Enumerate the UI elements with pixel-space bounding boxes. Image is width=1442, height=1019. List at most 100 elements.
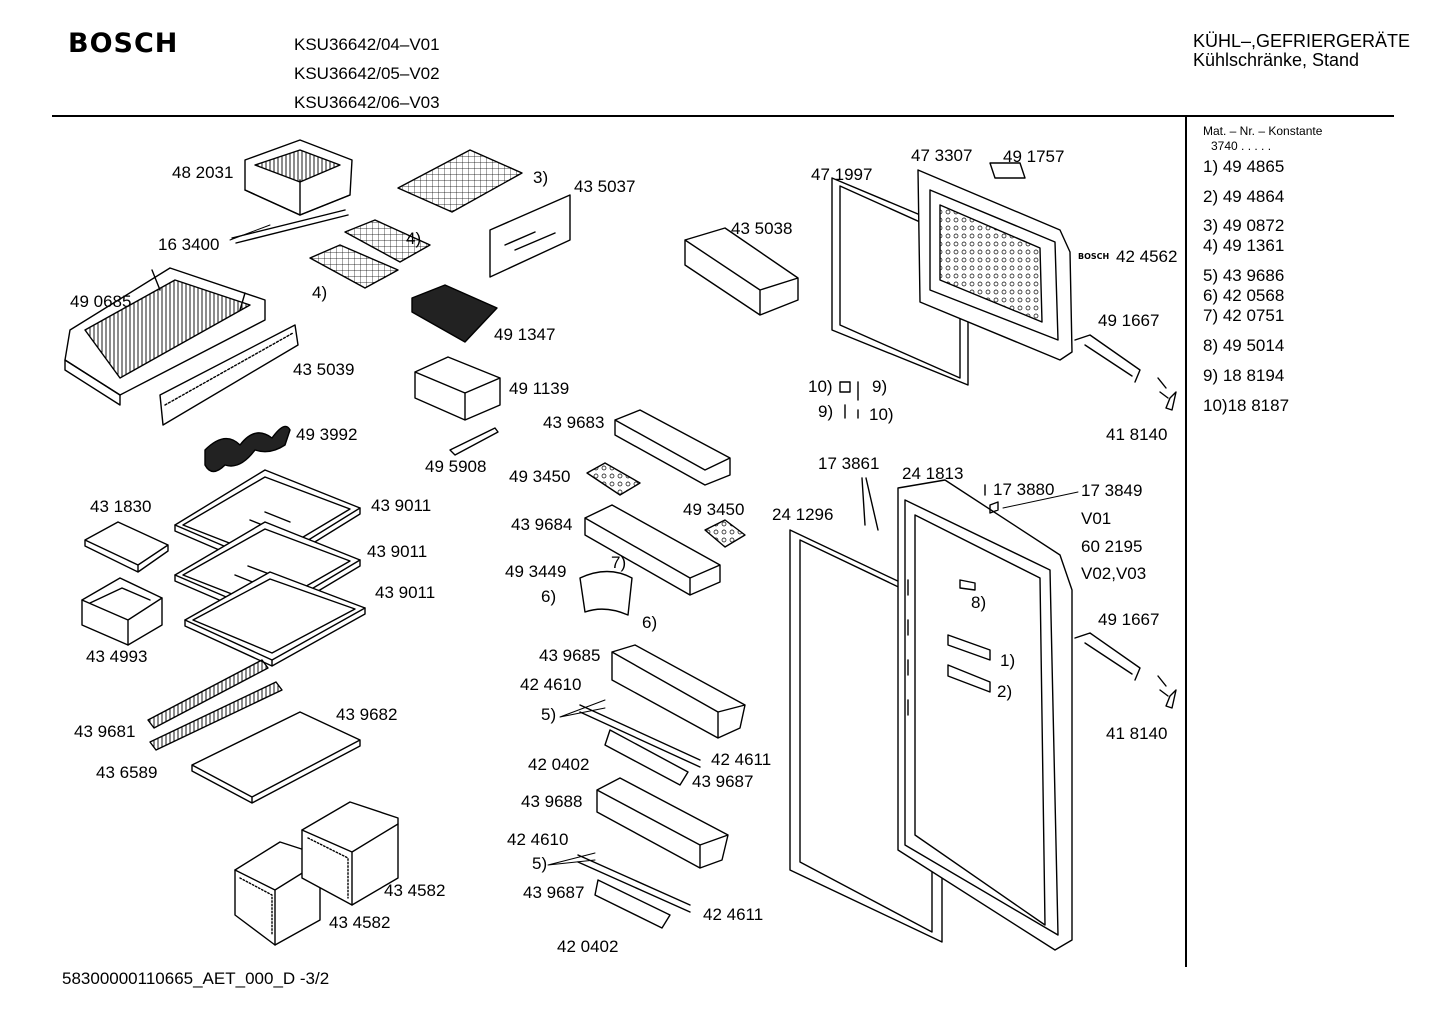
door-shelf-part (614, 409, 731, 486)
model-number: KSU36642/05–V02 (294, 64, 440, 83)
door-rack-part (684, 227, 799, 316)
part-number-label: 43 5038 (731, 219, 793, 238)
part-number-label: 42 4610 (520, 675, 582, 694)
part-number-label: 43 9688 (521, 792, 583, 811)
door-handle-part (1074, 334, 1141, 383)
header-divider (52, 115, 1394, 117)
tray-holder-part (411, 284, 498, 343)
part-number-label: 49 3992 (296, 425, 358, 444)
cover-panel-part (489, 194, 571, 278)
part-number-label: 43 9684 (511, 515, 573, 534)
legend-ref-label: 4) (406, 229, 422, 248)
legend-item: 2) 49 4864 (1203, 187, 1285, 206)
door-logo: BOSCH (1078, 252, 1110, 261)
legend-ref-label: 6) (642, 613, 658, 632)
document-id: 58300000110665_AET_000_D -3/2 (62, 969, 330, 988)
category-line: Kühlschränke, Stand (1192, 50, 1360, 70)
door-bin-part (596, 777, 729, 869)
legend-item: 7) 42 0751 (1203, 306, 1285, 325)
legend-item: 3) 49 0872 (1203, 216, 1285, 235)
part-number-label: 47 3307 (911, 146, 973, 165)
hinge-part (1157, 377, 1177, 411)
part-number-label: 43 9687 (692, 772, 754, 791)
part-number-label: 17 3861 (818, 454, 880, 473)
legend-title: Mat. – Nr. – Konstante (1203, 124, 1323, 138)
part-number-label: 49 1667 (1098, 311, 1160, 330)
part-number-label: 17 3880 (993, 480, 1055, 499)
egg-tray-part (704, 519, 746, 548)
part-number-label: 42 0402 (557, 937, 619, 956)
trim-strip-part (579, 704, 701, 768)
legend-ref-label: 4) (312, 283, 328, 302)
brand-logo: BOSCH (68, 28, 179, 59)
legend-item: 4) 49 1361 (1203, 236, 1285, 255)
part-number-label: 60 2195 (1081, 537, 1143, 556)
small-shelf-part (84, 521, 169, 573)
screw-part (839, 381, 859, 419)
shelf-cover-part (579, 570, 633, 616)
part-number-label: 41 8140 (1106, 724, 1168, 743)
part-number-label: 42 4611 (711, 750, 772, 769)
bin-front-part (604, 729, 689, 786)
freezer-compartment-part (244, 139, 353, 216)
door-bin-part (611, 644, 746, 739)
wire-shelf-part (397, 149, 523, 213)
freezer-door-part (917, 169, 1073, 361)
trim-strip-part (147, 659, 283, 751)
part-number-label: 43 9011 (371, 496, 432, 515)
part-number-label: 48 2031 (172, 163, 234, 182)
part-number-label: 42 0402 (528, 755, 590, 774)
leader-line (559, 699, 606, 718)
clip-part (449, 427, 499, 456)
part-number-label: 49 3450 (509, 467, 571, 486)
legend-ref-label: 10) (869, 405, 894, 424)
flap-part (159, 324, 299, 426)
part-number-label: 43 1830 (90, 497, 152, 516)
part-number-label: 43 4582 (329, 913, 391, 932)
model-number: KSU36642/06–V03 (294, 93, 440, 112)
part-number-label: 49 1139 (509, 379, 570, 398)
part-number-label: 47 1997 (811, 165, 873, 184)
part-number-label: 43 9011 (367, 542, 428, 561)
handle-clip-part (989, 162, 1026, 179)
crisper-drawer-part (301, 801, 399, 906)
door-handle-part (1074, 632, 1141, 681)
legend-ref-label: 5) (541, 705, 557, 724)
glass-shelf-part (184, 571, 366, 667)
model-list: KSU36642/04–V01 KSU36642/05–V02 KSU36642… (294, 30, 440, 117)
variant-label: V02,V03 (1081, 564, 1147, 583)
part-number-label: 43 6589 (96, 763, 158, 782)
part-number-label: 42 4610 (507, 830, 569, 849)
part-number-label: 24 1813 (902, 464, 964, 483)
support-rod-part (231, 209, 349, 244)
part-number-label: 42 4562 (1116, 247, 1178, 266)
legend-ref-label: 1) (1000, 651, 1016, 670)
part-number-label: 43 9682 (336, 705, 398, 724)
ice-tray-part (344, 219, 431, 263)
ice-tray-part (309, 244, 399, 289)
freezer-drawer-part (64, 267, 266, 406)
part-number-label: 43 5037 (574, 177, 636, 196)
hinge-part (1157, 675, 1177, 709)
legend-item: 9) 18 8194 (1203, 366, 1285, 385)
legend-divider (1185, 117, 1187, 967)
dairy-box-part (414, 356, 501, 421)
part-number-label: 42 4611 (703, 905, 764, 924)
hinge-pin-part (861, 477, 879, 531)
legend-item: 10)18 8187 (1203, 396, 1290, 415)
storage-box-part (81, 577, 163, 646)
legend-ref-label: 7) (611, 553, 627, 572)
fridge-door-part (897, 479, 1073, 951)
part-number-label: 49 1757 (1003, 147, 1065, 166)
legend-item: 1) 49 4865 (1203, 157, 1285, 176)
category-line: KÜHL–,GEFRIERGERÄTE (1192, 31, 1410, 51)
part-number-label: 43 9687 (523, 883, 585, 902)
legend-list: 1) 49 4865 2) 49 4864 3) 49 0872 4) 49 1… (1203, 157, 1322, 416)
screw-part (984, 484, 999, 514)
part-number-label: 24 1296 (772, 505, 834, 524)
part-number-label: 16 3400 (158, 235, 220, 254)
door-shelf-part (584, 504, 721, 596)
product-category: KÜHL–,GEFRIERGERÄTE Kühlschränke, Stand (1193, 32, 1410, 70)
legend-ref-label: 5) (532, 854, 548, 873)
model-number: KSU36642/04–V01 (294, 35, 440, 54)
